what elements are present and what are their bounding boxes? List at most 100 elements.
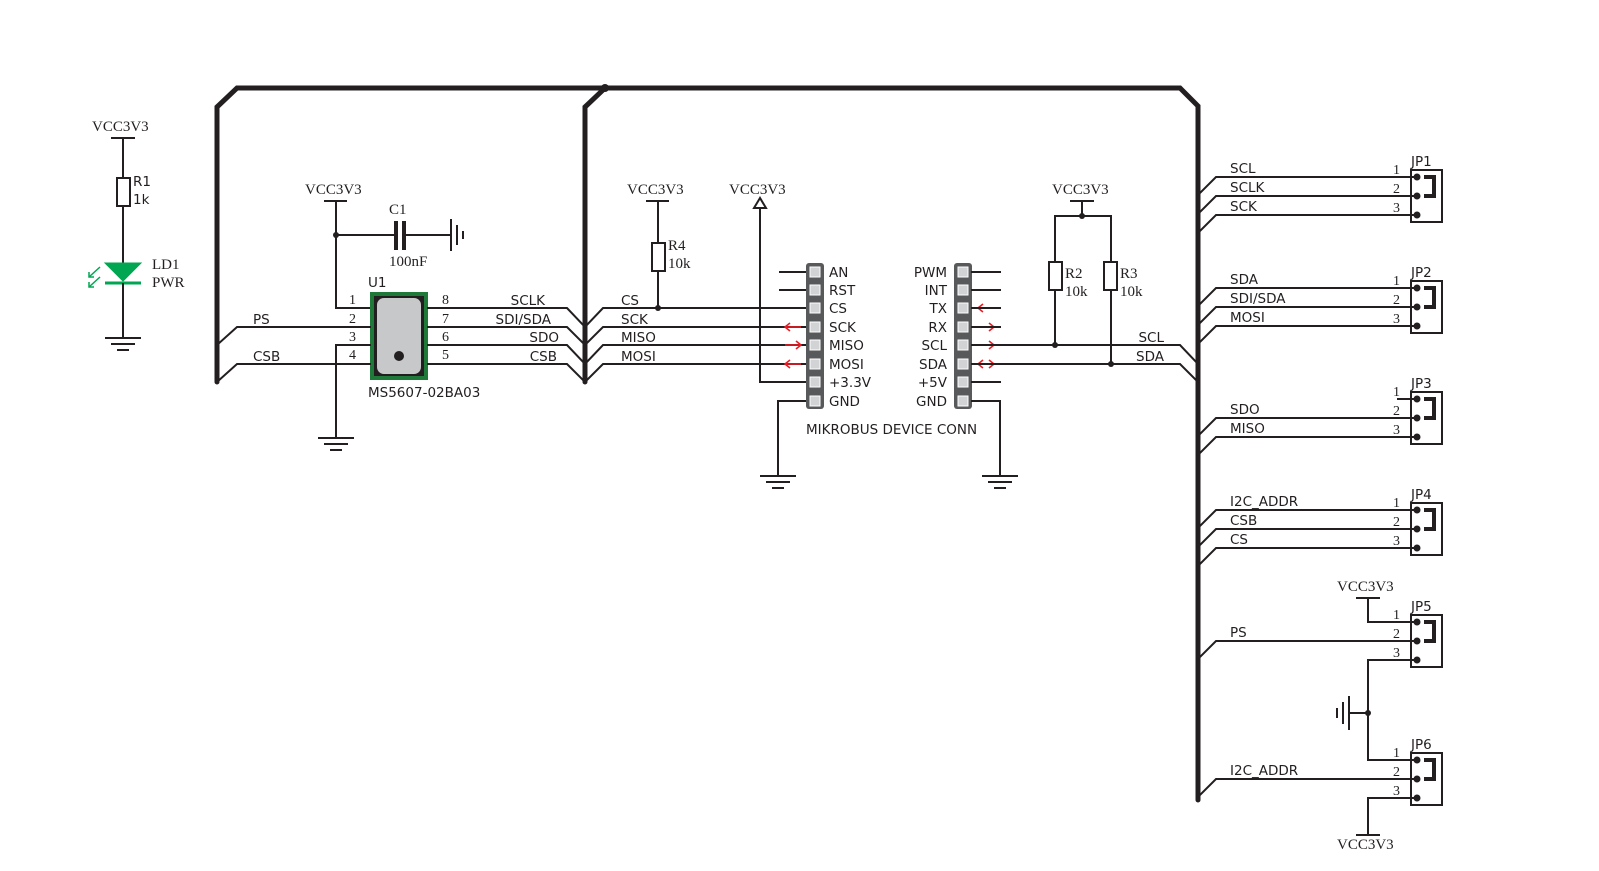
jumper-net-wire [1196,436,1417,457]
net-label-ps: PS [1230,625,1247,641]
header-pin [957,376,969,388]
jumper-net-wire [1196,325,1417,346]
jumper-pin-num: 3 [1393,423,1400,438]
jumper-net-wire [1196,640,1417,661]
wire [1054,215,1112,263]
header-pin [957,321,969,333]
ld1-ref: LD1 [152,257,180,273]
jumper-pin-num: 1 [1393,163,1400,178]
pin-label-cs: CS [829,301,847,317]
jumper-pin-num: 2 [1393,293,1400,308]
net-sdo [427,344,587,366]
wire [1367,797,1417,836]
bus-junction [601,84,609,92]
net-label-miso: MISO [621,330,656,346]
header-pin [957,302,969,314]
jumper-pin-num: 1 [1393,496,1400,511]
net-label-sdo: SDO [1230,402,1260,418]
net-label-i2caddr: I2C_ADDR [1230,763,1298,779]
capacitor-c1 [394,221,406,250]
jumper-pin-num: 3 [1393,201,1400,216]
jumper-net-wire [1196,287,1417,308]
c1-ref: C1 [389,202,407,218]
jumper-shunt-icon [1424,175,1436,198]
net-label-sdi-sda: SDI/SDA [496,312,552,328]
net-csb-left [215,363,371,384]
net-label-sclk: SCLK [1230,180,1266,196]
pin-label-an: AN [829,265,848,281]
wire [1367,659,1417,761]
sensor-section: VCC3V3 C1 100nF U1 MS5607-02BA03 1 2 3 4… [215,182,587,451]
net-label-sdo: SDO [529,330,559,346]
header-pin [809,358,821,370]
net-label-miso: MISO [1230,421,1265,437]
net-cs [583,307,809,329]
jumper-pin-num: 1 [1393,274,1400,289]
jumper-net-wire [1196,306,1417,327]
u1-pin-num: 3 [349,330,356,345]
net-label-ps: PS [253,312,270,328]
jumper-shunt-icon [1424,620,1436,643]
mikrobus-title: MIKROBUS DEVICE CONN [806,422,977,438]
ground-icon [105,337,141,351]
net-scl [971,344,1200,366]
resistor-r1 [116,177,131,207]
r3-value: 10k [1120,284,1143,300]
u1-ref: U1 [368,275,386,291]
jumper-ref: JP5 [1410,599,1432,615]
ground-icon [760,475,796,489]
ground-icon [318,437,354,451]
jumper-pin-num: 3 [1393,646,1400,661]
bus-middle [582,85,608,385]
pin-label-miso: MISO [829,338,864,354]
led-light-icon [88,266,101,288]
header-pin [957,358,969,370]
wire [1367,597,1417,623]
net-mosi [583,363,809,384]
pin-label-gnd: GND [916,394,947,410]
net-label-sck: SCK [621,312,649,328]
vcc-label-r1: VCC3V3 [92,119,149,135]
u1-pin1-marker [394,351,404,361]
jumper-net-wire [1196,547,1417,568]
wire [759,207,809,383]
ld1-value: PWR [152,275,185,291]
net-label-i2caddr: I2C_ADDR [1230,494,1298,510]
c1-value: 100nF [389,254,427,270]
pin-label-sda: SDA [919,357,948,373]
jumper-net-wire [1196,509,1417,530]
net-label-sda: SDA [1230,272,1259,288]
led-icon [103,262,143,282]
r4-value: 10k [668,256,691,272]
net-sda [971,363,1200,384]
mikrobus-section: VCC3V3 R4 10k VCC3V3 CS SCK MISO MOSI AN… [583,182,1200,489]
r2-value: 10k [1065,284,1088,300]
ground-icon [1336,696,1350,730]
u1-pin-num: 8 [442,293,449,308]
header-pin [809,321,821,333]
u1-pin-num: 2 [349,312,356,327]
jumper-net-wire [1196,214,1417,235]
net-label-scl: SCL [1138,330,1164,346]
pin-label-int: INT [925,283,948,299]
resistor-r2 [1048,261,1063,291]
mikrobus-header-right [954,263,972,409]
header-pin [809,376,821,388]
u1-body [377,298,421,374]
pin-label-rx: RX [928,320,947,336]
wire [971,400,1001,476]
jumper-pin-num: 2 [1393,627,1400,642]
jumper-pin-num: 1 [1393,385,1400,400]
vcc-label-mikrobus: VCC3V3 [729,182,786,198]
vcc-label-jp5: VCC3V3 [1337,579,1394,595]
net-label-cs: CS [1230,532,1248,548]
jumper-shunt-icon [1424,508,1436,531]
